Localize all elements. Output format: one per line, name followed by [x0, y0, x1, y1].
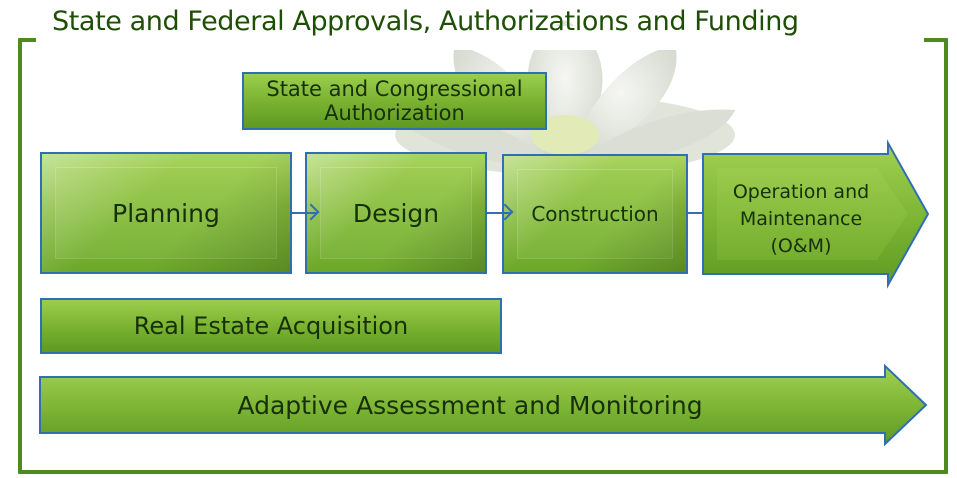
construction-box: Construction — [502, 154, 688, 274]
design-box: Design — [305, 152, 487, 274]
connector-planning-design — [292, 212, 318, 214]
adaptive-label: Adaptive Assessment and Monitoring — [237, 390, 703, 420]
authorization-label: State and Congressional Authorization — [266, 77, 522, 125]
real-estate-label: Real Estate Acquisition — [133, 312, 409, 340]
authorization-label-line2: Authorization — [324, 101, 465, 125]
construction-label: Construction — [531, 202, 659, 226]
om-label-line1: Operation and — [732, 180, 870, 203]
adaptive-arrow — [39, 363, 928, 447]
design-label: Design — [352, 198, 440, 228]
om-label-line3: (O&M) — [770, 234, 832, 257]
planning-box: Planning — [40, 152, 292, 274]
title-background — [36, 26, 924, 50]
planning-label: Planning — [112, 198, 220, 228]
om-label: Operation and Maintenance (O&M) — [708, 172, 894, 266]
authorization-box: State and Congressional Authorization — [242, 72, 547, 130]
frame-title: State and Federal Approvals, Authorizati… — [52, 6, 799, 37]
authorization-label-line1: State and Congressional — [266, 77, 523, 101]
om-label-line2: Maintenance — [739, 207, 863, 230]
real-estate-box: Real Estate Acquisition — [40, 298, 502, 354]
connector-design-construction — [487, 212, 511, 214]
connector-construction-om — [688, 212, 712, 214]
